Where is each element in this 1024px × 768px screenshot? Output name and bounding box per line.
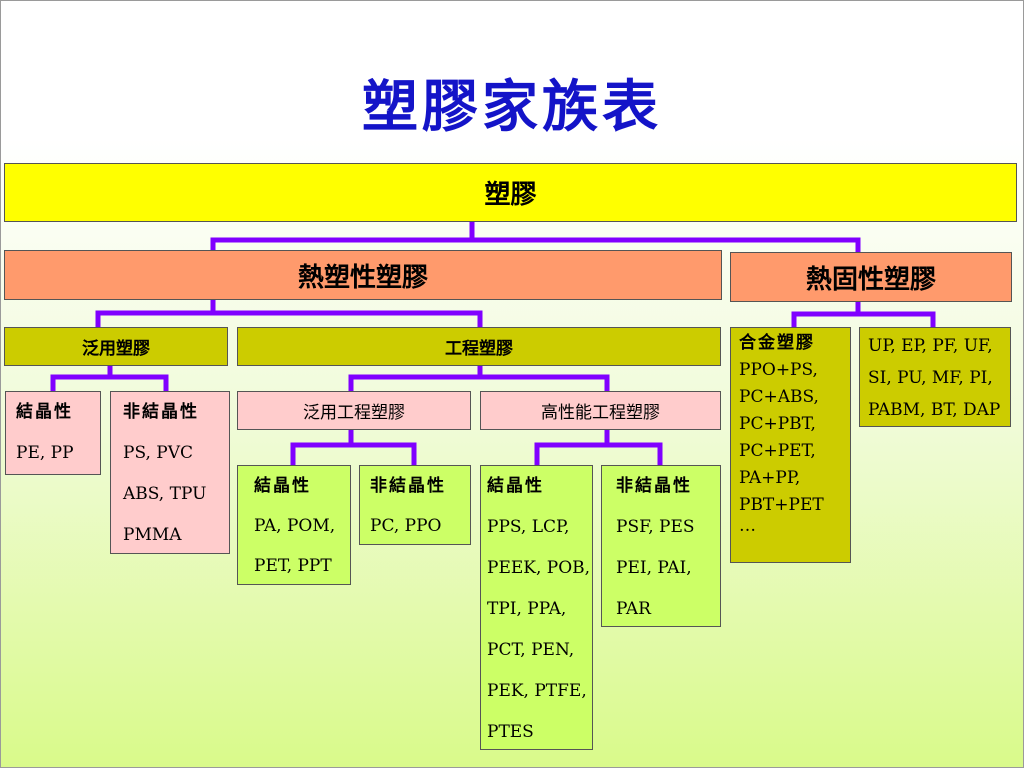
ge-crystalline-label: 結晶性 <box>254 476 311 496</box>
hp-crystalline-item: PEEK, POB, <box>487 558 591 578</box>
ge-noncrystalline-item: PC, PPO <box>370 516 442 536</box>
general-noncrystalline-item: ABS, TPU <box>123 484 207 504</box>
general-crystalline-box: 結晶性 PE, PP <box>5 391 101 475</box>
thermoplastic-box: 熱塑性塑膠 <box>4 250 722 300</box>
thermoset-item: PABM, BT, DAP <box>868 400 1001 420</box>
hp-crystalline-item: PEK, PTFE, <box>487 681 587 701</box>
hp-crystalline-item: PCT, PEN, <box>487 640 575 660</box>
hp-noncrystalline-label: 非結晶性 <box>616 476 692 496</box>
page-title: 塑膠家族表 <box>362 74 662 140</box>
connector-root <box>210 219 861 255</box>
thermoset-label: 熱固性塑膠 <box>805 264 936 295</box>
hp-noncrystalline-box: 非結晶性 PSF, PES PEI, PAI, PAR <box>601 465 721 627</box>
general-engineering-label: 泛用工程塑膠 <box>303 403 405 423</box>
thermoplastic-label: 熱塑性塑膠 <box>297 262 428 293</box>
connector-general <box>50 363 169 394</box>
thermoset-item: SI, PU, MF, PI, <box>868 368 993 388</box>
engineering-plastic-label: 工程塑膠 <box>445 339 513 359</box>
alloy-box: 合金塑膠 PPO+PS, PC+ABS, PC+PBT, PC+PET, PA+… <box>730 327 851 563</box>
general-plastic-label: 泛用塑膠 <box>82 339 150 359</box>
alloy-item: PC+PET, <box>739 441 816 461</box>
alloy-item: … <box>739 516 756 536</box>
general-crystalline-label: 結晶性 <box>16 402 73 422</box>
alloy-label: 合金塑膠 <box>739 333 815 353</box>
connector-thermoset <box>791 299 936 330</box>
ge-noncrystalline-label: 非結晶性 <box>370 476 446 496</box>
hp-crystalline-item: PTES <box>487 722 534 742</box>
hp-crystalline-box: 結晶性 PPS, LCP, PEEK, POB, TPI, PPA, PCT, … <box>480 465 593 750</box>
thermoset-item: UP, EP, PF, UF, <box>868 336 993 356</box>
ge-noncrystalline-box: 非結晶性 PC, PPO <box>359 465 471 545</box>
high-performance-label: 高性能工程塑膠 <box>541 403 660 423</box>
general-noncrystalline-box: 非結晶性 PS, PVC ABS, TPU PMMA <box>110 391 230 554</box>
hp-noncrystalline-item: PAR <box>616 599 651 619</box>
high-performance-box: 高性能工程塑膠 <box>480 391 721 430</box>
ge-crystalline-item: PET, PPT <box>254 556 332 576</box>
connector-high-performance <box>534 427 663 468</box>
alloy-item: PBT+PET <box>739 495 824 515</box>
root-label: 塑膠 <box>484 180 537 210</box>
general-noncrystalline-item: PS, PVC <box>123 443 194 463</box>
alloy-item: PC+PBT, <box>739 414 816 434</box>
alloy-item: PC+ABS, <box>739 387 819 407</box>
general-engineering-box: 泛用工程塑膠 <box>237 391 471 430</box>
alloy-item: PA+PP, <box>739 468 801 488</box>
general-noncrystalline-item: PMMA <box>123 525 182 545</box>
general-crystalline-item: PE, PP <box>16 443 74 463</box>
hp-crystalline-label: 結晶性 <box>487 476 544 496</box>
general-plastic-box: 泛用塑膠 <box>4 327 228 366</box>
general-noncrystalline-label: 非結晶性 <box>123 402 199 422</box>
thermoset-box: 熱固性塑膠 <box>730 252 1012 302</box>
hp-noncrystalline-item: PEI, PAI, <box>616 558 692 578</box>
engineering-plastic-box: 工程塑膠 <box>237 327 721 366</box>
ge-crystalline-item: PA, POM, <box>254 516 336 536</box>
thermoset-items-box: UP, EP, PF, UF, SI, PU, MF, PI, PABM, BT… <box>859 327 1011 427</box>
root-box: 塑膠 <box>4 163 1017 222</box>
hp-crystalline-item: PPS, LCP, <box>487 517 570 537</box>
ge-crystalline-box: 結晶性 PA, POM, PET, PPT <box>237 465 351 585</box>
connector-general-engineering <box>290 427 417 468</box>
connector-engineering <box>348 363 610 394</box>
hp-crystalline-item: TPI, PPA, <box>487 599 567 619</box>
alloy-item: PPO+PS, <box>739 360 818 380</box>
connector-thermoplastic <box>95 297 483 330</box>
hp-noncrystalline-item: PSF, PES <box>616 517 695 537</box>
